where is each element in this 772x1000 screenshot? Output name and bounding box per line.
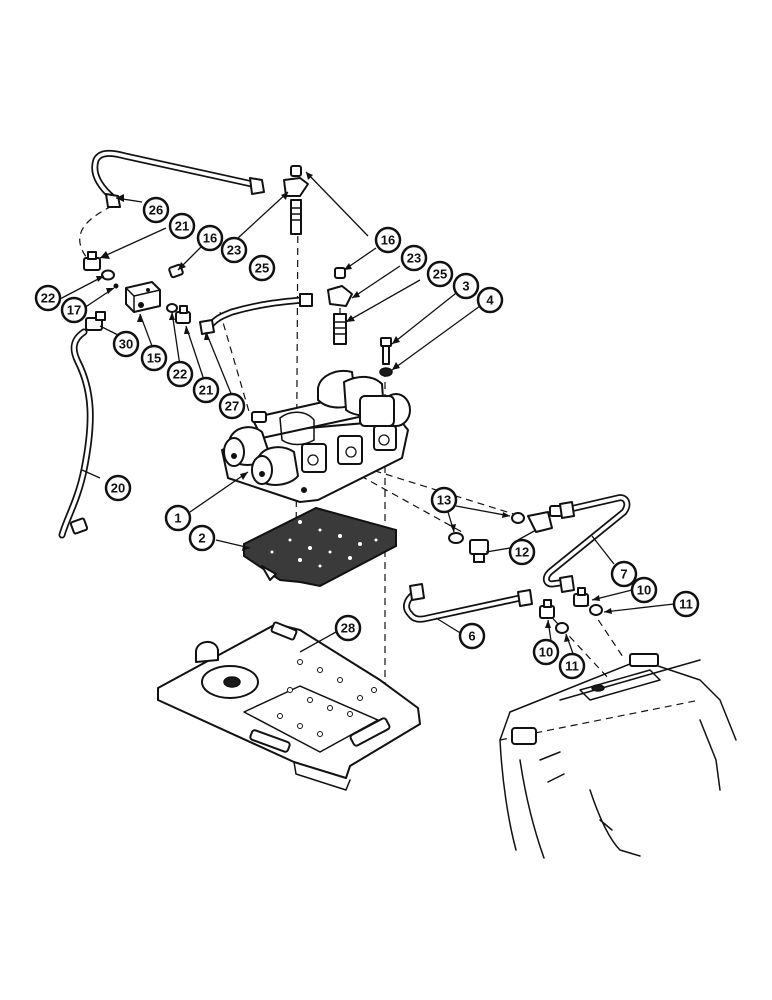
callout-label: 17 xyxy=(67,303,81,318)
fitting-10-right xyxy=(573,587,589,607)
callout-25-right: 25 xyxy=(426,260,454,288)
callout-23-upper: 23 xyxy=(220,236,248,264)
callout-label: 30 xyxy=(119,337,133,352)
fittings-upper-left xyxy=(83,251,191,331)
callout-label: 20 xyxy=(111,481,125,496)
callout-label: 16 xyxy=(381,233,395,248)
callout-16-right: 16 xyxy=(374,226,402,254)
callout-22-lower: 22 xyxy=(166,360,194,388)
leader-lines xyxy=(57,171,675,663)
callout-label: 27 xyxy=(225,399,239,414)
callout-label: 3 xyxy=(462,279,469,294)
callout-label: 21 xyxy=(175,219,189,234)
callout-15: 15 xyxy=(140,344,168,372)
callout-label: 26 xyxy=(149,203,163,218)
callout-label: 11 xyxy=(679,597,693,612)
callout-label: 10 xyxy=(539,645,553,660)
callout-17: 17 xyxy=(60,296,88,324)
callout-7: 7 xyxy=(610,560,638,588)
callout-13: 13 xyxy=(430,486,458,514)
o-ring-11-lower xyxy=(555,622,569,634)
callout-11-right: 11 xyxy=(672,590,700,618)
washer-4 xyxy=(379,367,393,377)
o-ring-22-lower xyxy=(166,303,178,313)
callout-11-lower: 11 xyxy=(558,652,586,680)
callout-label: 23 xyxy=(407,251,421,266)
callout-3: 3 xyxy=(452,272,480,300)
callout-label: 21 xyxy=(199,383,213,398)
valve-body-1 xyxy=(221,370,411,503)
callout-10-lower: 10 xyxy=(532,638,560,666)
tube-27 xyxy=(199,293,313,335)
callout-27: 27 xyxy=(218,392,246,420)
callout-10-right: 10 xyxy=(630,576,658,604)
transmission-housing xyxy=(499,653,737,859)
fittings-12-13 xyxy=(448,505,563,563)
block-15 xyxy=(125,281,161,313)
callout-4: 4 xyxy=(476,286,504,314)
fittings-10-11 xyxy=(539,587,603,634)
elbow-12-upper xyxy=(527,505,563,533)
fitting-21-lower xyxy=(175,305,191,324)
callout-label: 25 xyxy=(255,261,269,276)
fitting-stack-right xyxy=(327,267,353,345)
fitting-30 xyxy=(85,311,106,331)
callout-21-lower: 21 xyxy=(192,376,220,404)
callout-1: 1 xyxy=(164,504,192,532)
o-ring-13-a xyxy=(448,532,464,544)
gasket-2 xyxy=(243,506,397,588)
callout-label: 25 xyxy=(433,267,447,282)
callout-2: 2 xyxy=(188,524,216,552)
callout-28: 28 xyxy=(334,614,362,642)
tube-20 xyxy=(58,328,94,539)
o-ring-22-upper xyxy=(101,269,115,281)
callout-label: 23 xyxy=(227,243,241,258)
o-ring-11-right xyxy=(589,604,603,616)
callout-label: 22 xyxy=(41,291,55,306)
fitting-21-upper xyxy=(83,251,101,271)
assembly-guide-lines xyxy=(79,199,701,741)
callout-label: 22 xyxy=(173,367,187,382)
callout-26: 26 xyxy=(142,196,170,224)
callout-label: 1 xyxy=(174,511,181,526)
callout-22-left: 22 xyxy=(34,284,62,312)
tube-26 xyxy=(91,149,265,208)
base-plate-28 xyxy=(157,621,421,791)
callout-label: 12 xyxy=(515,545,529,560)
callout-12: 12 xyxy=(508,538,536,566)
callout-23-right: 23 xyxy=(400,244,428,272)
fitting-10-lower xyxy=(539,599,555,619)
callout-label: 28 xyxy=(341,621,355,636)
callout-label: 11 xyxy=(565,659,579,674)
callout-label: 15 xyxy=(147,351,161,366)
o-ring-13-b xyxy=(511,512,525,524)
callout-label: 6 xyxy=(468,629,475,644)
seal-17 xyxy=(113,283,119,289)
callout-21-upper: 21 xyxy=(168,212,196,240)
callout-label: 7 xyxy=(620,567,627,582)
callout-6: 6 xyxy=(458,622,486,650)
callout-label: 13 xyxy=(437,493,451,508)
tube-7 xyxy=(542,494,631,593)
callout-label: 2 xyxy=(198,531,205,546)
callout-25-upper: 25 xyxy=(248,254,276,282)
tube-6 xyxy=(403,583,533,623)
callout-16-upper: 16 xyxy=(196,224,224,252)
callout-label: 4 xyxy=(486,293,494,308)
callout-label: 10 xyxy=(637,583,651,598)
bolt-3 xyxy=(380,337,392,365)
fitting-stack-left xyxy=(283,165,309,235)
callout-label: 16 xyxy=(203,231,217,246)
callout-30: 30 xyxy=(112,330,140,358)
elbow-12-lower xyxy=(469,539,489,563)
callout-20: 20 xyxy=(104,474,132,502)
